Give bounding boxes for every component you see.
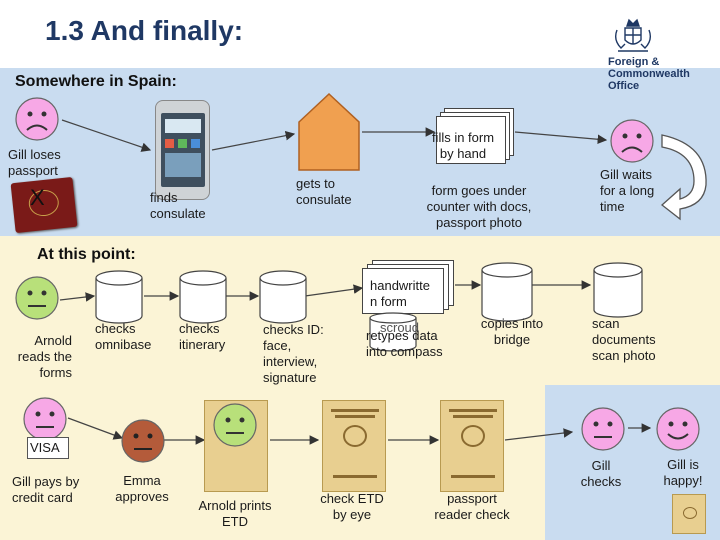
section-at-this-point: At this point:: [37, 246, 136, 263]
gill-loses-passport-label: Gill loses passport: [8, 147, 61, 178]
compass-database-icon: [369, 312, 417, 352]
retypes-compass-label: retypes data into compass: [366, 328, 443, 359]
neutral-face-arnold-icon: [15, 276, 59, 320]
neutral-face-gill-checks-icon: [581, 407, 625, 451]
visa-card: VISA: [27, 437, 69, 459]
gets-to-consulate-label: gets to consulate: [296, 176, 352, 207]
sad-face-icon: [15, 97, 59, 141]
form-goes-under-counter-label: form goes under counter with docs, passp…: [426, 183, 532, 230]
logo-line-2: Commonwealth: [608, 68, 690, 80]
checks-id-label: checks ID: face, interview, signature: [263, 322, 324, 385]
fills-form-label: fills in form by hand: [431, 130, 495, 161]
neutral-face-arnold-print-icon: [213, 403, 257, 447]
fco-logo: Foreign & Commonwealth Office: [608, 16, 698, 94]
retypes-overlap-text: scroud: [380, 320, 420, 335]
omnibase-database-icon: [95, 270, 143, 324]
page-title: 1.3 And finally:: [45, 15, 244, 46]
bridge-database-icon: [481, 262, 533, 322]
logo-line-3: Office: [608, 80, 640, 92]
sad-face-waiting-icon: [610, 119, 654, 163]
x-mark: X: [30, 185, 45, 210]
royal-crest-icon: [614, 18, 652, 52]
spain-band: [0, 68, 720, 236]
handwritten-form-stack: [362, 260, 457, 314]
curved-arrow-icon: [660, 134, 707, 221]
scan-documents-label: scan documents scan photo: [592, 316, 656, 363]
emma-approves-label: Emma approves: [115, 473, 169, 504]
id-check-database-icon: [259, 270, 307, 324]
checks-omnibase-label: checks omnibase: [95, 321, 152, 352]
finds-consulate-label: finds consulate: [150, 190, 206, 221]
consulate-house-icon: [298, 92, 360, 171]
neutral-face-gill-icon: [23, 397, 67, 441]
arnold-reads-label: Arnold reads the forms: [17, 333, 72, 380]
happy-face-icon: [656, 407, 700, 451]
gill-waits-label: Gill waits for a long time: [600, 167, 655, 214]
copies-into-bridge-label: copies into bridge: [480, 316, 544, 347]
arnold-prints-label: Arnold prints ETD: [198, 498, 272, 529]
passport-reader-label: passport reader check: [434, 491, 510, 522]
itinerary-database-icon: [179, 270, 227, 324]
gill-happy-label: Gill is happy!: [663, 457, 703, 488]
passport-reader-document-icon: [440, 400, 504, 492]
returned-passport-icon: [672, 494, 706, 534]
check-etd-label: check ETD by eye: [320, 491, 384, 522]
gill-checks-label: Gill checks: [580, 458, 622, 489]
handwritten-form-label: handwritte n form: [370, 278, 430, 309]
scan-database-icon: [593, 262, 643, 318]
section-spain: Somewhere in Spain:: [15, 73, 177, 90]
logo-line-1: Foreign &: [608, 56, 660, 68]
checks-itinerary-label: checks itinerary: [179, 321, 226, 352]
etd-check-document-icon: [322, 400, 386, 492]
gill-pays-label: Gill pays by credit card: [12, 474, 80, 505]
neutral-face-emma-icon: [121, 419, 165, 463]
form-stack: [436, 108, 516, 164]
phone-icon: [155, 100, 210, 200]
